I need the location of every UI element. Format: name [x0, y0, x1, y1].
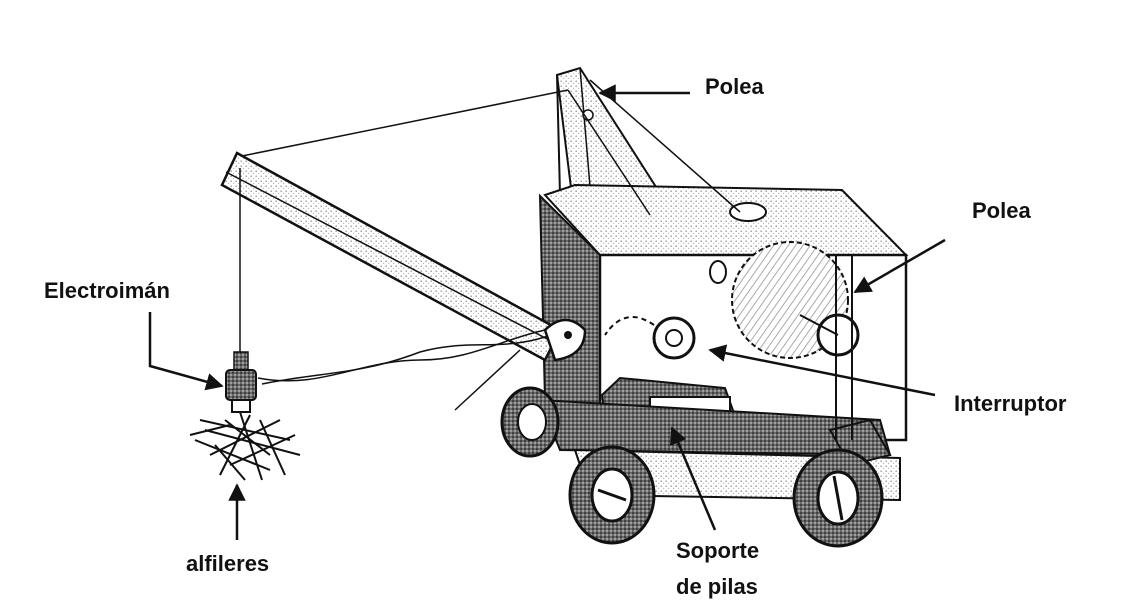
- label-polea-right: Polea: [972, 198, 1031, 223]
- arrow-polea-right: [853, 238, 946, 294]
- pulley-wheel: [709, 241, 860, 359]
- label-interruptor: Interruptor: [954, 391, 1067, 416]
- cables: [239, 79, 741, 411]
- wheel-front-left: [568, 445, 656, 545]
- arrow-electroiman: [148, 312, 224, 391]
- switch: [604, 316, 696, 360]
- arrow-interruptor: [708, 344, 936, 397]
- label-soporte-line2: de pilas: [676, 574, 758, 599]
- label-polea-top: Polea: [705, 74, 764, 99]
- arrow-soporte: [670, 426, 717, 531]
- wheel-front-right: [792, 448, 884, 548]
- label-alfileres: alfileres: [186, 551, 270, 576]
- label-electroiman: Electroimán: [44, 278, 170, 303]
- electromagnet: [225, 351, 257, 413]
- body-top: [543, 183, 909, 256]
- boom: [220, 151, 587, 362]
- label-arrows: [148, 84, 946, 540]
- wheel-rear: [500, 386, 560, 458]
- label-soporte-line1: Soporte: [676, 538, 760, 563]
- pins-cluster: [189, 411, 301, 481]
